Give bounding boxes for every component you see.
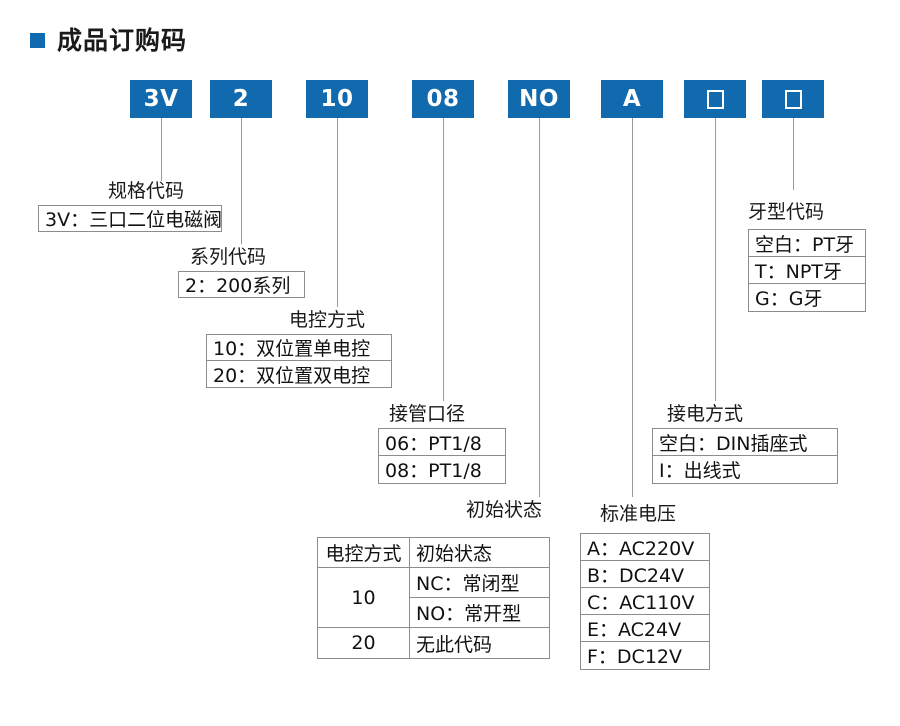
option-item: T：NPT牙 [749, 257, 865, 284]
option-item: 08：PT1/8 [385, 460, 482, 482]
option-item: 20：双位置双电控 [213, 364, 371, 387]
table-cell-state: NC：常闭型 [410, 568, 549, 598]
caption-control-type: 电控方式 [289, 309, 366, 331]
option-item: 空白：PT牙 [749, 230, 865, 257]
option-item: A：AC220V [581, 534, 709, 561]
table-initial-state: 电控方式 初始状态 10 NC：常闭型 NO：常开型 20 无此代码 [317, 537, 550, 659]
caption-thread-type: 牙型代码 [748, 201, 825, 223]
caption-wiring-type: 接电方式 [667, 403, 744, 425]
table-cell-state: 无此代码 [416, 633, 493, 656]
code-box-voltage[interactable]: A [601, 80, 663, 118]
option-item: 06：PT1/8 [379, 429, 505, 456]
connector-control-type [337, 118, 338, 307]
caption-initial-state: 初始状态 [466, 499, 543, 521]
connector-voltage [632, 118, 633, 497]
connector-initial-state [539, 118, 540, 497]
option-item: F：DC12V [587, 646, 683, 668]
table-cell-control: 20 [318, 628, 410, 658]
optbox-control-type: 10：双位置单电控 20：双位置双电控 [206, 334, 392, 388]
option-item: 2：200系列 [185, 275, 291, 297]
header-bullet-icon [30, 33, 45, 48]
connector-wiring-type [715, 118, 716, 401]
optbox-specification: 3V：三口二位电磁阀 [38, 205, 222, 232]
optbox-thread-type: 空白：PT牙 T：NPT牙 G：G牙 [748, 229, 866, 312]
code-box-control-type[interactable]: 10 [306, 80, 368, 118]
caption-voltage: 标准电压 [600, 503, 677, 525]
option-item: 空白：DIN插座式 [653, 429, 837, 456]
code-box-specification[interactable]: 3V [130, 80, 192, 118]
code-box-thread-type[interactable] [762, 80, 824, 118]
blank-square-icon [706, 89, 724, 109]
caption-specification: 规格代码 [108, 180, 185, 202]
table-header-cell: 初始状态 [410, 538, 549, 568]
connector-series [241, 118, 242, 244]
optbox-wiring-type: 空白：DIN插座式 I：出线式 [652, 428, 838, 484]
option-item: C：AC110V [581, 588, 709, 615]
table-cell-state: NO：常开型 [410, 598, 549, 628]
code-box-wiring-type[interactable] [684, 80, 746, 118]
connector-specification [161, 118, 162, 181]
option-item: 3V：三口二位电磁阀 [45, 209, 223, 231]
caption-series: 系列代码 [190, 246, 267, 268]
option-item: 10：双位置单电控 [207, 335, 391, 361]
option-item: G：G牙 [755, 288, 823, 310]
connector-port-size [443, 118, 444, 401]
option-item: E：AC24V [581, 615, 709, 642]
option-item: B：DC24V [581, 561, 709, 588]
caption-port-size: 接管口径 [389, 403, 466, 425]
code-box-port-size[interactable]: 08 [412, 80, 474, 118]
table-header-cell: 电控方式 [318, 538, 410, 568]
optbox-voltage: A：AC220V B：DC24V C：AC110V E：AC24V F：DC12… [580, 533, 710, 670]
optbox-port-size: 06：PT1/8 08：PT1/8 [378, 428, 506, 484]
code-box-initial-state[interactable]: NO [508, 80, 570, 118]
code-box-series[interactable]: 2 [210, 80, 272, 118]
blank-square-icon [784, 89, 802, 109]
page-title: 成品订购码 [57, 26, 188, 55]
page-header: 成品订购码 [30, 28, 187, 53]
table-cell-control: 10 [318, 568, 410, 628]
optbox-series: 2：200系列 [178, 271, 305, 298]
connector-thread-type [793, 118, 794, 190]
option-item: I：出线式 [659, 460, 741, 482]
